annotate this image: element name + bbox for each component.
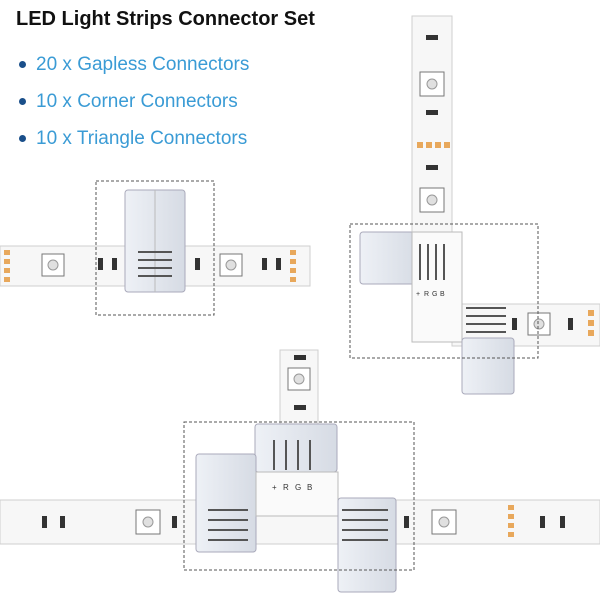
corner-clip-top xyxy=(359,231,421,285)
corner-clip-bottom xyxy=(461,337,515,395)
pin-label: B xyxy=(440,291,445,298)
pin-label: R xyxy=(283,483,289,492)
feature-text: 10 x Corner Connectors xyxy=(36,91,238,112)
pin-label: B xyxy=(307,483,312,492)
corner-connector-illustration: + R G B xyxy=(349,15,600,395)
resistor-group xyxy=(98,258,281,270)
bullet-dot-icon xyxy=(19,98,26,105)
led-chip-group xyxy=(419,71,551,336)
connector-pins xyxy=(208,440,388,541)
led-chip-group xyxy=(135,367,457,535)
page-title: LED Light Strips Connector Set xyxy=(16,8,315,30)
t-clip-top xyxy=(254,423,338,473)
led-chip-group xyxy=(41,253,243,277)
connector-pins xyxy=(138,251,172,277)
pin-label: G xyxy=(295,483,301,492)
feature-list: 20 x Gapless Connectors 10 x Corner Conn… xyxy=(16,52,249,163)
pin-label: R xyxy=(424,291,429,298)
t-clip-right xyxy=(337,497,397,593)
bullet-dot-icon xyxy=(19,61,26,68)
resistor-group xyxy=(426,35,573,330)
feature-text: 20 x Gapless Connectors xyxy=(36,54,250,75)
feature-item-gapless: 20 x Gapless Connectors xyxy=(16,52,249,89)
pin-label: + xyxy=(272,483,277,492)
feature-item-corner: 10 x Corner Connectors xyxy=(16,89,249,126)
dashed-highlight-box xyxy=(349,223,539,359)
t-clip-left xyxy=(195,453,257,553)
feature-item-triangle: 10 x Triangle Connectors xyxy=(16,126,249,163)
pin-label: + xyxy=(416,291,420,298)
copper-pad-group xyxy=(417,142,594,336)
copper-pad-group xyxy=(4,250,296,282)
dashed-highlight-box xyxy=(95,180,215,316)
feature-text: 10 x Triangle Connectors xyxy=(36,128,248,149)
triangle-connector-illustration: + R G B xyxy=(0,349,600,593)
bullet-dot-icon xyxy=(19,135,26,142)
resistor-group xyxy=(42,355,565,528)
pin-label: G xyxy=(432,291,437,298)
gapless-connector-illustration xyxy=(0,180,311,316)
connector-pins xyxy=(419,244,506,333)
t-body xyxy=(255,471,339,517)
copper-pad-group xyxy=(508,505,514,537)
dashed-highlight-box xyxy=(183,421,415,571)
